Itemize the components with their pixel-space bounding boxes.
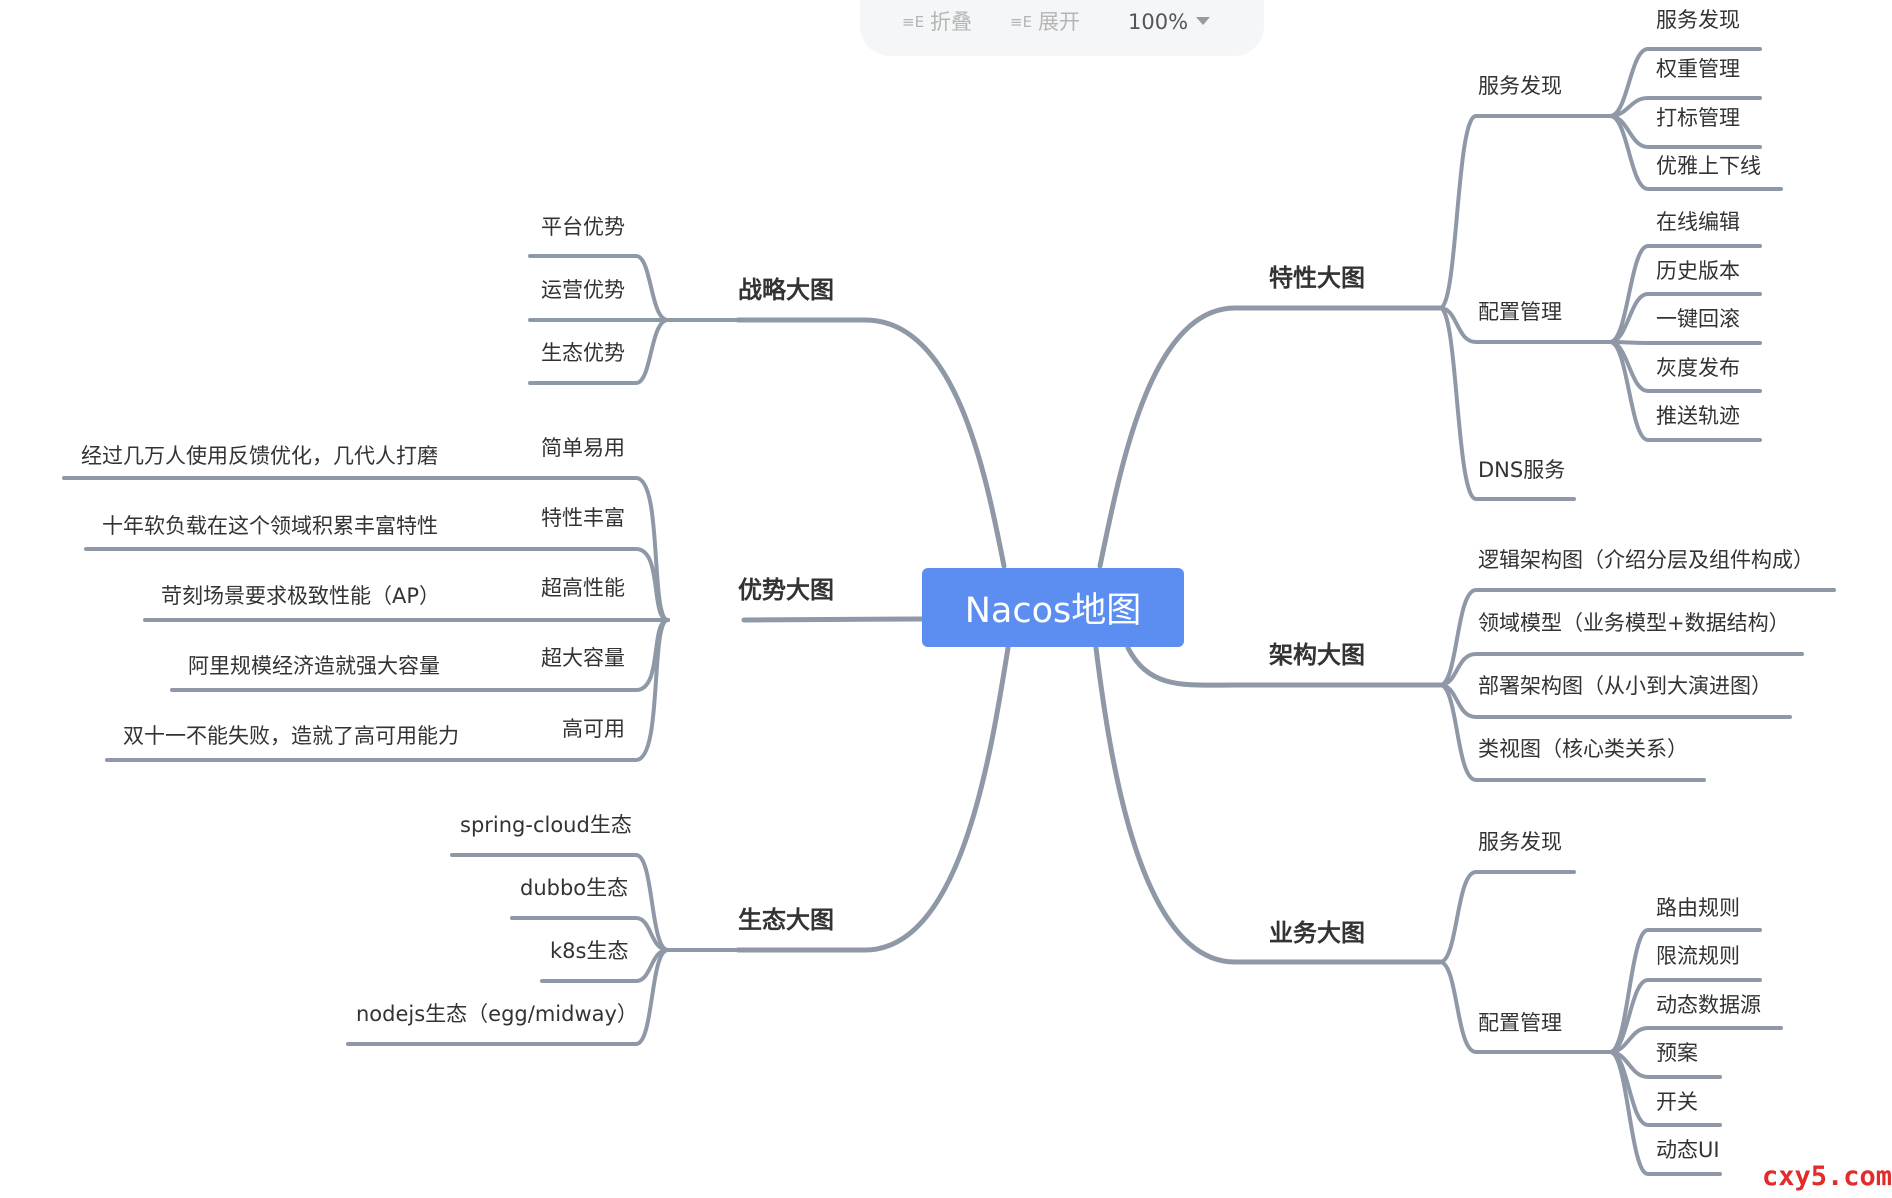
- connector-line: [741, 616, 925, 623]
- node-ecosystem-3[interactable]: k8s生态: [550, 939, 629, 963]
- connector-line: [528, 318, 670, 385]
- node-business-config-management[interactable]: 配置管理: [1478, 1011, 1562, 1035]
- zoom-toolbar: ≡E 折叠 ≡E 展开 100%: [860, 0, 1264, 56]
- connector-line: [735, 317, 1007, 569]
- leaf-business-config-5[interactable]: 开关: [1656, 1090, 1698, 1114]
- connector-line: [1608, 340, 1762, 345]
- connector-line: [1438, 306, 1612, 344]
- leaf-feature-config-4[interactable]: 灰度发布: [1656, 356, 1740, 380]
- expand-button[interactable]: 展开: [1038, 10, 1080, 34]
- connector-line: [1125, 645, 1443, 688]
- node-features-service-discovery[interactable]: 服务发现: [1478, 74, 1562, 98]
- leaf-feature-service-2[interactable]: 权重管理: [1656, 57, 1740, 81]
- connector-line: [510, 916, 670, 952]
- node-architecture-4[interactable]: 类视图（核心类关系）: [1478, 737, 1688, 761]
- connector-line: [1608, 340, 1762, 442]
- chevron-down-icon[interactable]: [1196, 17, 1210, 25]
- leaf-business-config-1[interactable]: 路由规则: [1656, 896, 1740, 920]
- node-architecture-3[interactable]: 部署架构图（从小到大演进图）: [1478, 674, 1772, 698]
- branch-label-business[interactable]: 业务大图: [1269, 919, 1365, 947]
- connector-line: [346, 948, 670, 1046]
- leaf-feature-config-2[interactable]: 历史版本: [1656, 259, 1740, 283]
- node-strategy-3[interactable]: 生态优势: [541, 341, 625, 365]
- node-advantage-2[interactable]: 特性丰富: [541, 506, 625, 530]
- leaf-feature-service-1[interactable]: 服务发现: [1656, 8, 1740, 32]
- leaf-business-config-6[interactable]: 动态UI: [1656, 1138, 1720, 1162]
- node-features-dns[interactable]: DNS服务: [1478, 458, 1566, 482]
- note-advantage-3[interactable]: 苛刻场景要求极致性能（AP）: [161, 584, 441, 608]
- connector-line: [105, 618, 670, 762]
- branch-label-advantage[interactable]: 优势大图: [738, 576, 834, 604]
- branch-label-ecosystem[interactable]: 生态大图: [738, 906, 834, 934]
- node-advantage-3[interactable]: 超高性能: [541, 576, 625, 600]
- leaf-business-config-3[interactable]: 动态数据源: [1656, 993, 1761, 1017]
- connector-line: [1438, 652, 1804, 687]
- connector-line: [1438, 588, 1836, 687]
- leaf-feature-config-1[interactable]: 在线编辑: [1656, 210, 1740, 234]
- leaf-business-config-4[interactable]: 预案: [1656, 1041, 1698, 1065]
- leaf-feature-service-3[interactable]: 打标管理: [1656, 106, 1740, 130]
- watermark: cxy5.com: [1762, 1161, 1892, 1192]
- connector-line: [1608, 978, 1762, 1054]
- node-ecosystem-4[interactable]: nodejs生态（egg/midway）: [356, 1002, 638, 1026]
- node-features-config-management[interactable]: 配置管理: [1478, 300, 1562, 324]
- branch-label-features[interactable]: 特性大图: [1269, 264, 1365, 292]
- zoom-level-select[interactable]: 100%: [1128, 10, 1189, 34]
- node-strategy-1[interactable]: 平台优势: [541, 215, 625, 239]
- node-ecosystem-1[interactable]: spring-cloud生态: [460, 813, 632, 837]
- node-architecture-2[interactable]: 领域模型（业务模型+数据结构）: [1478, 611, 1790, 635]
- branch-label-strategy[interactable]: 战略大图: [738, 276, 834, 304]
- connector-line: [1438, 306, 1576, 501]
- root-label: Nacos地图: [964, 591, 1142, 631]
- root-node[interactable]: Nacos地图: [922, 568, 1184, 647]
- note-advantage-5[interactable]: 双十一不能失败，造就了高可用能力: [123, 724, 459, 748]
- collapse-button[interactable]: 折叠: [930, 10, 972, 34]
- note-advantage-2[interactable]: 十年软负载在这个领域积累丰富特性: [102, 514, 438, 538]
- connector-line: [84, 547, 670, 622]
- leaf-feature-config-5[interactable]: 推送轨迹: [1656, 404, 1740, 428]
- leaf-feature-config-3[interactable]: 一键回滚: [1656, 307, 1740, 331]
- node-strategy-2[interactable]: 运营优势: [541, 278, 625, 302]
- connector-line: [1438, 870, 1576, 964]
- node-advantage-1[interactable]: 简单易用: [541, 436, 625, 460]
- connector-line: [1608, 47, 1762, 118]
- connector-line: [1093, 645, 1443, 965]
- node-architecture-1[interactable]: 逻辑架构图（介绍分层及组件构成）: [1478, 548, 1814, 572]
- node-business-service-discovery[interactable]: 服务发现: [1478, 830, 1562, 854]
- node-ecosystem-2[interactable]: dubbo生态: [520, 876, 629, 900]
- connector-line: [1438, 960, 1612, 1054]
- node-advantage-5[interactable]: 高可用: [562, 717, 625, 741]
- connector-line: [450, 853, 746, 952]
- branch-label-architecture[interactable]: 架构大图: [1269, 641, 1365, 669]
- connector-line: [1097, 305, 1443, 569]
- connector-line: [1608, 114, 1783, 191]
- node-advantage-4[interactable]: 超大容量: [541, 646, 625, 670]
- leaf-feature-service-4[interactable]: 优雅上下线: [1656, 154, 1761, 178]
- note-advantage-4[interactable]: 阿里规模经济造就强大容量: [188, 654, 440, 678]
- collapse-icon[interactable]: ≡E: [902, 13, 925, 31]
- expand-icon[interactable]: ≡E: [1010, 13, 1033, 31]
- connector-line: [1438, 114, 1612, 310]
- connector-line: [1608, 1050, 1722, 1176]
- connector-line: [1438, 683, 1706, 782]
- leaf-business-config-2[interactable]: 限流规则: [1656, 944, 1740, 968]
- note-advantage-1[interactable]: 经过几万人使用反馈优化，几代人打磨: [81, 444, 438, 468]
- connector-line: [735, 645, 1011, 953]
